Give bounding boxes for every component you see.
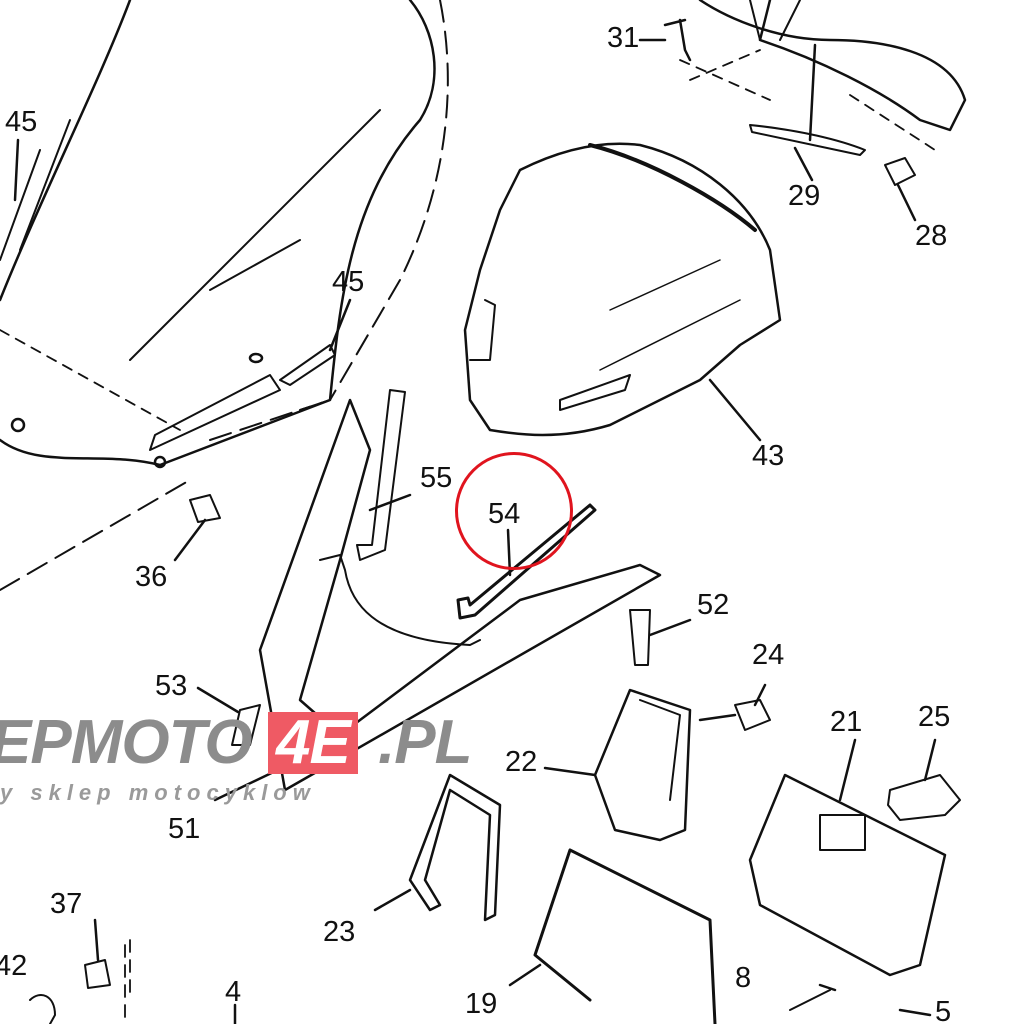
part-label[interactable]: 55 xyxy=(420,462,453,494)
part-label[interactable]: 51 xyxy=(168,813,201,845)
part-label[interactable]: 19 xyxy=(465,988,498,1020)
windshield-43 xyxy=(463,142,782,437)
part-label[interactable]: 29 xyxy=(788,180,821,212)
highlight-circle xyxy=(455,452,573,570)
watermark-text: EPMOTO xyxy=(0,708,253,777)
part-label-highlighted[interactable]: 54 xyxy=(488,498,521,530)
part-54-strip xyxy=(456,503,597,620)
part-label[interactable]: 25 xyxy=(918,701,951,733)
part-label[interactable]: 42 xyxy=(0,950,28,982)
part-label[interactable]: 23 xyxy=(323,916,356,948)
part-label[interactable]: 8 xyxy=(735,962,752,994)
part-label[interactable]: 28 xyxy=(915,220,948,252)
part-label[interactable]: 45 xyxy=(5,106,38,138)
seal-23 xyxy=(408,773,502,922)
part-label[interactable]: 31 xyxy=(607,22,640,54)
part-label[interactable]: 22 xyxy=(505,746,538,778)
watermark-tagline: y sklep motocyklow xyxy=(0,780,316,805)
part-label[interactable]: 4 xyxy=(225,976,242,1008)
part-label[interactable]: 52 xyxy=(697,589,730,621)
seal-19 xyxy=(533,848,717,1024)
part-label[interactable]: 53 xyxy=(155,670,188,702)
cover-21 xyxy=(748,773,947,977)
part-label[interactable]: 37 xyxy=(50,888,83,920)
part-label[interactable]: 45 xyxy=(332,266,365,298)
part-label[interactable]: 36 xyxy=(135,561,168,593)
watermark-badge: 4E xyxy=(268,712,358,774)
part-label[interactable]: 21 xyxy=(830,706,863,738)
part-label[interactable]: 5 xyxy=(935,996,952,1024)
part-label[interactable]: 43 xyxy=(752,440,785,472)
windscreen-outline xyxy=(0,0,436,467)
watermark-domain: .PL xyxy=(378,708,472,777)
part-label[interactable]: 24 xyxy=(752,639,785,671)
